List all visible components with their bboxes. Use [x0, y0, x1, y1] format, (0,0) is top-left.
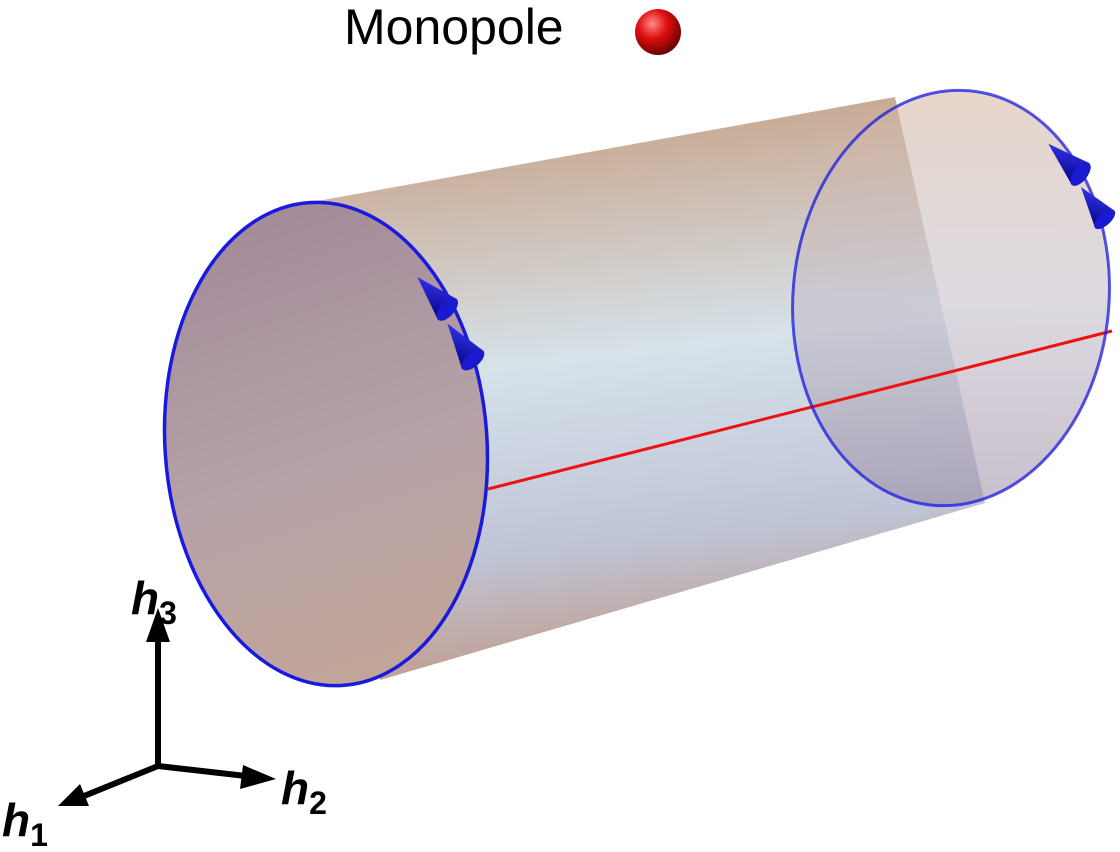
arrow-cone-icon — [1048, 143, 1091, 186]
arrow-cone-icon — [1080, 186, 1116, 230]
axis-label-h2-subscript: 2 — [309, 785, 327, 821]
right-end-cap — [792, 90, 1110, 506]
arrow-cone-icon — [447, 323, 485, 371]
left-wilson-loop — [162, 200, 490, 688]
axis-h3-arrowhead-icon — [146, 608, 170, 642]
axis-h2-arrowhead-icon — [240, 765, 276, 789]
axis-label-h1-subscript: 1 — [30, 817, 48, 852]
axis-label-h3-letter: h — [131, 572, 159, 624]
right-loop-arrows — [1048, 143, 1116, 230]
arrow-cone-icon — [417, 276, 459, 321]
axis-label-h2: h2 — [281, 762, 327, 821]
right-wilson-loop — [791, 88, 1111, 508]
axis-h1-arrowhead-icon — [58, 784, 89, 806]
axis-label-h1: h1 — [2, 794, 48, 852]
axis-label-h3-subscript: 3 — [159, 595, 177, 631]
axis-h2-line — [157, 763, 247, 779]
legend-label: Monopole — [344, 0, 564, 55]
axis-label-h2-letter: h — [281, 762, 309, 814]
left-end-cap — [164, 202, 488, 686]
dirac-string-line — [487, 329, 1113, 491]
axes-triad: h3 h2 h1 — [2, 572, 327, 852]
axis-label-h1-letter: h — [2, 794, 30, 846]
left-loop-arrows — [417, 276, 485, 371]
axis-label-h3: h3 — [131, 572, 177, 631]
axis-h1-line — [82, 763, 160, 799]
monopole-sphere-icon — [635, 9, 681, 55]
legend: Monopole — [344, 0, 681, 55]
